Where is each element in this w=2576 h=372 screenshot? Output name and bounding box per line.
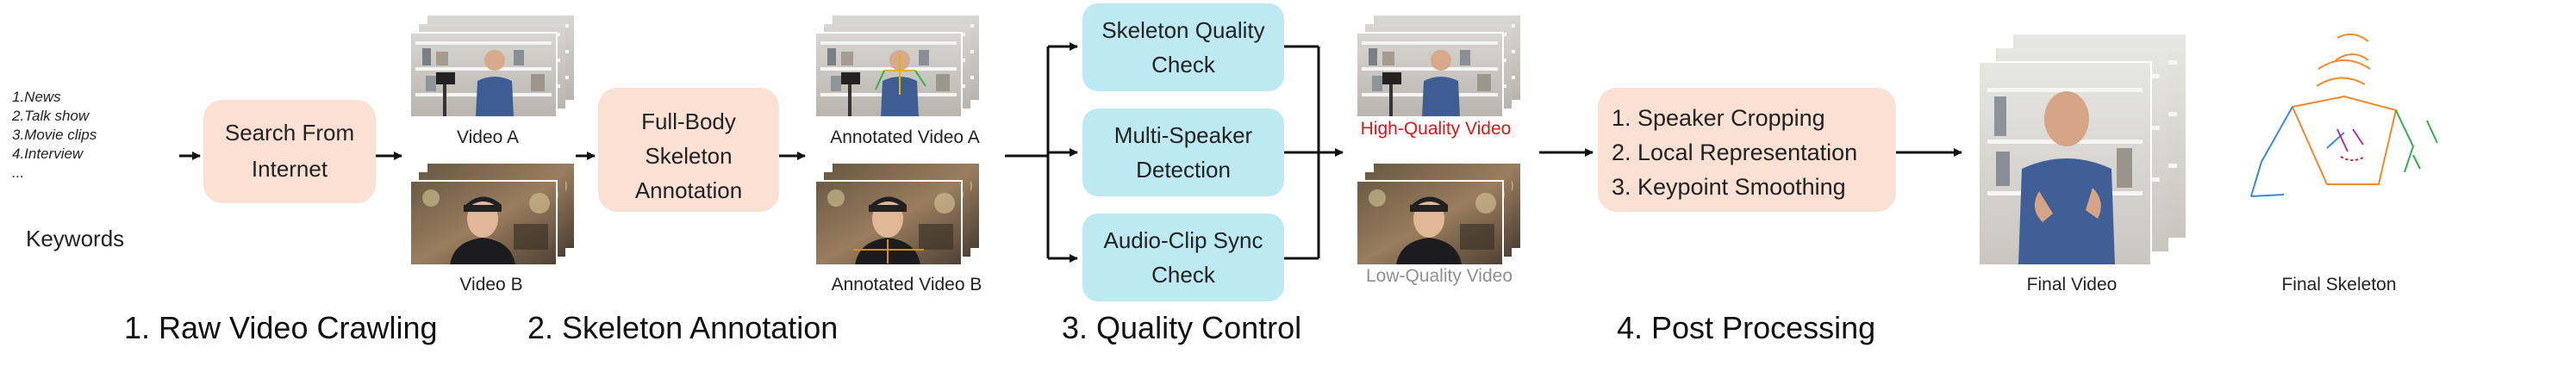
final-video-label: Final Video bbox=[2027, 275, 2118, 294]
keyword-item: ... bbox=[12, 164, 24, 181]
skeleton-annotation-box: Full-Body Skeleton Annotation bbox=[598, 88, 779, 212]
annotated-video-a-label: Annotated Video A bbox=[830, 127, 980, 147]
search-box: Search From Internet bbox=[203, 100, 376, 203]
svg-text:1. Speaker Cropping: 1. Speaker Cropping bbox=[1612, 105, 1825, 131]
video-a-thumbnail bbox=[409, 16, 574, 118]
svg-text:Check: Check bbox=[1151, 52, 1216, 78]
final-video-thumbnail bbox=[1978, 34, 2186, 266]
annotated-video-b-label: Annotated Video B bbox=[832, 275, 982, 294]
branch-connector bbox=[1005, 42, 1078, 263]
annotated-video-b-thumbnail bbox=[814, 164, 979, 266]
keywords-label: Keywords bbox=[26, 226, 124, 251]
svg-text:2. Local Representation: 2. Local Representation bbox=[1612, 140, 1857, 165]
stage-label: 4. Post Processing bbox=[1617, 310, 1875, 345]
keyword-item: 3.Movie clips bbox=[12, 127, 97, 143]
video-b-thumbnail bbox=[409, 164, 574, 266]
high-quality-video-label: High-Quality Video bbox=[1361, 119, 1512, 139]
stage-label: 1. Raw Video Crawling bbox=[124, 310, 438, 345]
keyword-item: 4.Interview bbox=[12, 146, 84, 162]
final-skeleton-figure bbox=[2250, 33, 2438, 197]
svg-text:Multi-Speaker: Multi-Speaker bbox=[1114, 122, 1253, 148]
svg-text:Full-Body: Full-Body bbox=[641, 108, 736, 134]
svg-text:Skeleton Quality: Skeleton Quality bbox=[1101, 17, 1264, 43]
merge-connector bbox=[1284, 45, 1344, 260]
svg-text:Search From: Search From bbox=[225, 120, 354, 146]
annotated-video-a-thumbnail bbox=[814, 16, 979, 118]
low-quality-video-label: Low-Quality Video bbox=[1366, 266, 1513, 286]
svg-text:Detection: Detection bbox=[1136, 157, 1231, 183]
keywords-list: 1.News 2.Talk show 3.Movie clips 4.Inter… bbox=[11, 89, 97, 181]
multi-speaker-detection-box: Multi-Speaker Detection bbox=[1082, 108, 1284, 196]
svg-text:Annotation: Annotation bbox=[635, 177, 742, 203]
video-a-label: Video A bbox=[457, 127, 519, 147]
stage-label: 3. Quality Control bbox=[1062, 310, 1301, 345]
svg-text:Skeleton: Skeleton bbox=[645, 143, 732, 169]
keyword-item: 1.News bbox=[12, 89, 61, 105]
post-processing-box: 1. Speaker Cropping 2. Local Representat… bbox=[1598, 88, 1896, 212]
svg-text:Audio-Clip Sync: Audio-Clip Sync bbox=[1104, 227, 1263, 253]
keyword-item: 2.Talk show bbox=[11, 108, 90, 124]
svg-text:3. Keypoint Smoothing: 3. Keypoint Smoothing bbox=[1612, 174, 1846, 200]
audio-clip-sync-check-box: Audio-Clip Sync Check bbox=[1082, 214, 1284, 301]
stage-label: 2. Skeleton Annotation bbox=[527, 310, 838, 345]
svg-text:Internet: Internet bbox=[252, 156, 328, 182]
video-b-label: Video B bbox=[459, 275, 522, 294]
final-skeleton-label: Final Skeleton bbox=[2281, 275, 2396, 294]
skeleton-quality-check-box: Skeleton Quality Check bbox=[1082, 3, 1284, 91]
high-quality-video-thumbnail bbox=[1356, 16, 1520, 118]
low-quality-video-thumbnail bbox=[1356, 164, 1520, 266]
svg-text:Check: Check bbox=[1151, 262, 1216, 288]
